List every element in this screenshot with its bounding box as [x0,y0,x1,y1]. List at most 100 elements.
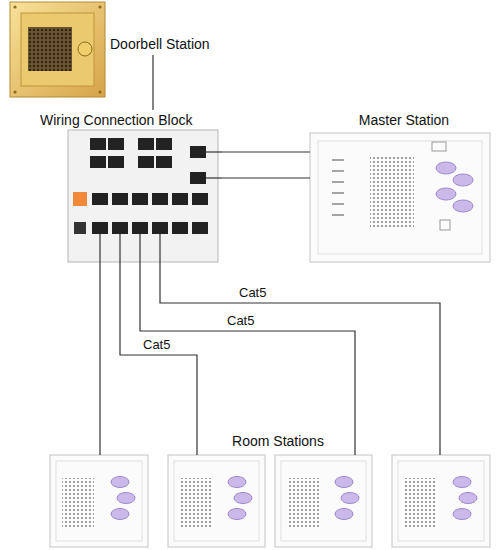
cable-line [222,177,310,178]
room-plate [275,455,372,547]
port [112,222,128,234]
control-button [459,493,477,504]
control-button [111,509,129,520]
port [132,222,148,234]
button-mark [332,170,344,172]
cable-label: Cat5 [142,337,171,352]
port [156,156,172,168]
master-plate [310,133,490,262]
port [152,193,168,205]
control-button [453,509,471,520]
room-station-picture [50,455,148,547]
control-button [117,493,135,504]
room-station-picture [168,455,265,547]
port [190,172,206,184]
port [152,222,168,234]
master-station: Master Station [310,133,490,262]
control-button [111,477,129,488]
power-jack [74,222,86,234]
port [108,156,124,168]
button-mark [332,203,344,205]
wire [206,151,222,152]
port [192,222,208,234]
cable-label: Cat5 [238,285,267,300]
wire [206,177,222,178]
station-label: Doorbell Station [110,36,210,52]
room-inner [56,461,142,541]
cable-line [152,98,153,110]
screw [13,5,16,8]
room-stations: Room Stations [48,455,492,548]
block-panel [68,130,218,262]
doorbell-grille [28,27,72,71]
wire [119,234,120,262]
screw [98,5,101,8]
control-button [335,509,353,520]
room-station-picture [275,455,372,547]
control-button [436,162,456,174]
port [90,138,106,150]
button-mark [332,214,344,216]
wire-stubs [100,152,222,262]
screw [13,90,16,93]
connection-block-picture [68,130,218,262]
port [92,193,108,205]
speaker-grille [287,478,319,528]
control-button [341,493,359,504]
doorbell-speaker [28,27,72,71]
wire [159,234,160,262]
port [172,222,188,234]
speaker-grille [370,156,414,228]
icon [440,220,450,230]
room-inner [281,461,366,541]
port [192,193,208,205]
room-plate [392,455,490,547]
indicator [432,142,446,151]
doorbell-picture [10,2,105,97]
screw [98,90,101,93]
room-plate [50,455,148,547]
cable-line [120,262,197,455]
station-label: Wiring Connection Block [40,112,193,128]
master-inner [318,141,482,254]
cable-line [222,151,310,152]
room-station-picture [392,455,490,547]
control-button [453,200,473,212]
button-mark [332,181,344,183]
wire [99,234,100,262]
terminal [73,192,87,206]
master-station-picture [310,133,490,262]
port [92,222,108,234]
room-plate [168,455,265,547]
cable-line [140,262,355,455]
doorbell-plate [10,2,105,97]
cable-line [160,262,440,455]
control-button [234,493,252,504]
port [190,146,206,158]
port [90,156,106,168]
port [132,193,148,205]
port [108,138,124,150]
speaker-grille [180,478,212,528]
port [112,193,128,205]
room-inner [174,461,259,541]
speaker-grille [62,478,94,528]
button-mark [332,159,344,161]
control-button [228,477,246,488]
port [138,138,154,150]
connection-block: Wiring Connection Block [40,110,222,262]
port [172,193,188,205]
control-button [453,174,473,186]
control-button [335,477,353,488]
station-buttons [332,160,344,215]
control-button [228,509,246,520]
button-mark [332,192,344,194]
doorbell-inner [21,13,94,86]
station-label: Room Stations [232,433,324,449]
control-button [436,188,456,200]
station-label: Master Station [359,112,449,128]
doorbell-station: Doorbell Station [10,2,240,98]
